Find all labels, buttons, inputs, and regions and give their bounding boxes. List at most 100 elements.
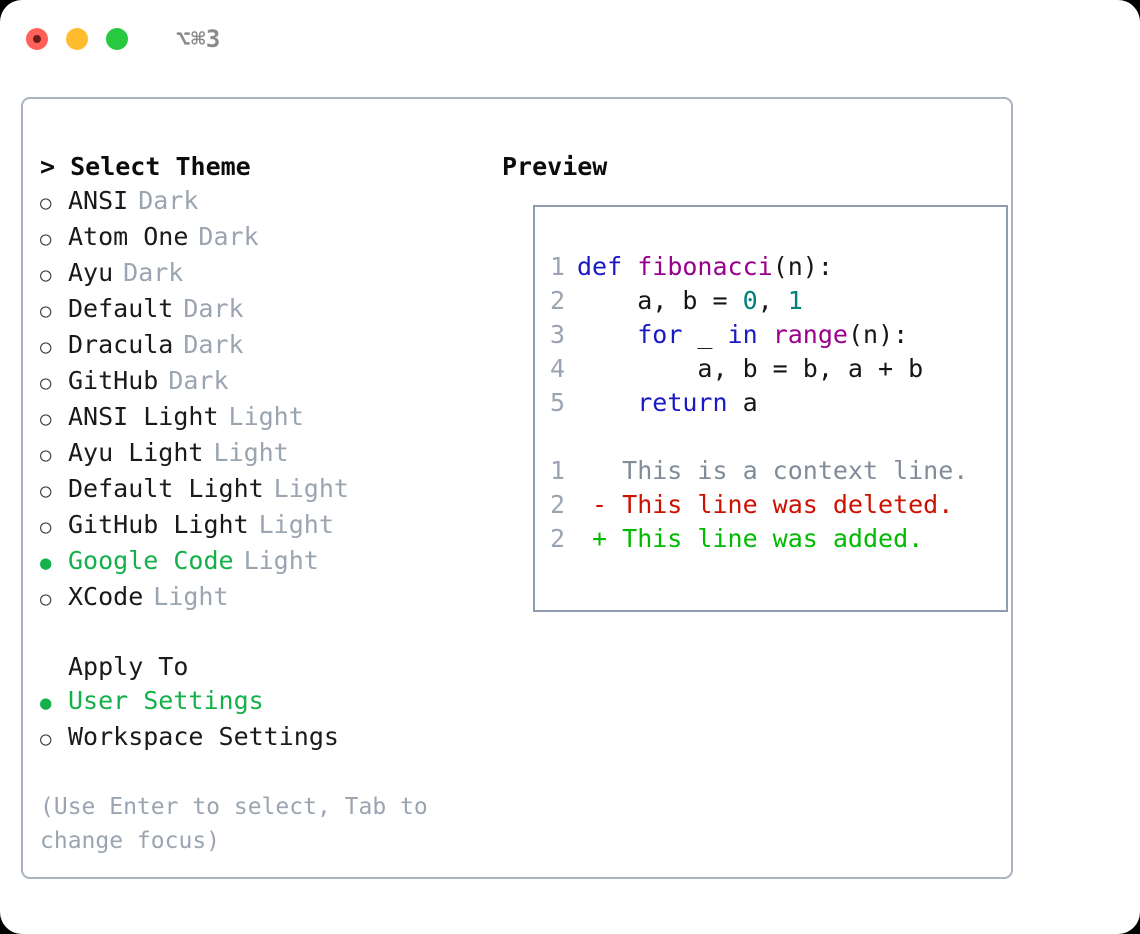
diff-sample: 1 This is a context line.2 - This line w…: [535, 454, 1006, 556]
token-ctx: This is a context line.: [577, 456, 969, 485]
theme-option-label: GitHub: [68, 366, 159, 395]
token-del: - This line was deleted.: [577, 490, 954, 519]
radio-unselected-icon: ○: [40, 372, 52, 394]
radio-unselected-icon: ○: [40, 444, 52, 466]
line-number: 2: [549, 524, 565, 553]
token-fn: fibonacci: [637, 252, 773, 281]
line-number: 1: [549, 252, 565, 281]
diff-line: 2 - This line was deleted.: [535, 488, 1006, 522]
token-num: 0: [742, 286, 758, 315]
radio-unselected-icon: ○: [40, 728, 52, 750]
line-number: 2: [549, 490, 565, 519]
line-number: 3: [549, 320, 565, 349]
theme-option-label: Ayu: [68, 258, 114, 287]
theme-option-variant: Light: [153, 582, 229, 611]
diff-line: 1 This is a context line.: [535, 454, 1006, 488]
keyboard-hint-text: (Use Enter to select, Tab to change focu…: [40, 794, 442, 854]
line-number: 5: [549, 388, 565, 417]
select-theme-heading: > Select Theme: [40, 152, 251, 181]
code-line-text: This is a context line.: [577, 454, 968, 488]
theme-option-label: Default: [68, 294, 174, 323]
code-line-text: - This line was deleted.: [577, 488, 953, 522]
diff-line: 2 + This line was added.: [535, 522, 1006, 556]
theme-option-google-code[interactable]: ● Google Code Light: [40, 544, 500, 580]
apply-to-option-user-settings[interactable]: ●User Settings: [40, 684, 500, 720]
token-plain: [577, 320, 637, 349]
theme-option-ayu[interactable]: ○ Ayu Dark: [40, 256, 500, 292]
token-kw: return: [637, 388, 728, 417]
maximize-button[interactable]: [106, 28, 128, 50]
token-kw: in: [727, 320, 758, 349]
radio-unselected-icon: ○: [40, 264, 52, 286]
keyboard-shortcut-label: ⌥⌘3: [176, 25, 221, 53]
theme-option-variant: Dark: [183, 330, 244, 359]
token-plain: (n):: [772, 252, 833, 281]
token-plain: _: [682, 320, 728, 349]
theme-option-label: Google Code: [68, 546, 234, 575]
theme-option-xcode[interactable]: ○ XCode Light: [40, 580, 500, 616]
token-fn: range: [772, 320, 848, 349]
line-number: 4: [549, 354, 565, 383]
apply-to-option-label: Workspace Settings: [68, 722, 339, 751]
theme-option-variant: Dark: [183, 294, 244, 323]
theme-option-variant: Light: [258, 510, 334, 539]
radio-unselected-icon: ○: [40, 336, 52, 358]
radio-unselected-icon: ○: [40, 588, 52, 610]
apply-to-heading: Apply To: [68, 652, 189, 681]
theme-option-variant: Dark: [138, 186, 199, 215]
token-plain: a: [727, 388, 758, 417]
theme-option-variant: Dark: [123, 258, 184, 287]
token-kw: def: [577, 252, 638, 281]
list-spacer: [40, 616, 500, 650]
theme-option-github[interactable]: ○ GitHub Dark: [40, 364, 500, 400]
close-button[interactable]: [26, 28, 48, 50]
apply-to-option-workspace-settings[interactable]: ○ Workspace Settings: [40, 720, 500, 756]
line-number: 2: [549, 286, 565, 315]
code-line-text: for _ in range(n):: [577, 318, 908, 352]
code-line: 3 for _ in range(n):: [535, 318, 1006, 352]
radio-unselected-icon: ○: [40, 192, 52, 214]
title-bar: ⌥⌘3: [0, 0, 1140, 78]
theme-option-label: XCode: [68, 582, 144, 611]
theme-option-variant: Light: [213, 438, 289, 467]
token-plain: ,: [757, 286, 788, 315]
code-line: 5 return a: [535, 386, 1006, 420]
token-add: + This line was added.: [577, 524, 924, 553]
token-plain: a, b =: [577, 286, 743, 315]
code-line-text: return a: [577, 386, 758, 420]
apply-to-option-list: ●User Settings ○ Workspace Settings: [40, 684, 500, 756]
minimize-button[interactable]: [66, 28, 88, 50]
radio-unselected-icon: ○: [40, 516, 52, 538]
theme-option-variant: Light: [228, 402, 304, 431]
code-line: 1 def fibonacci(n):: [535, 250, 1006, 284]
theme-option-variant: Light: [273, 474, 349, 503]
token-plain: (n):: [847, 320, 909, 349]
theme-option-label: Default Light: [68, 474, 264, 503]
preview-gap: [535, 420, 1006, 454]
radio-selected-icon: ●: [40, 552, 52, 574]
code-line-text: + This line was added.: [577, 522, 923, 556]
code-line: 2 a, b = 0, 1: [535, 284, 1006, 318]
token-plain: [577, 388, 637, 417]
theme-option-ansi[interactable]: ○ ANSI Dark: [40, 184, 500, 220]
theme-option-variant: Dark: [168, 366, 229, 395]
theme-option-label: ANSI: [68, 186, 129, 215]
token-kw: for: [637, 320, 683, 349]
theme-option-variant: Light: [243, 546, 319, 575]
line-number: 1: [549, 456, 565, 485]
code-line-text: a, b = 0, 1: [577, 284, 803, 318]
theme-option-variant: Dark: [198, 222, 259, 251]
token-num: 1: [787, 286, 803, 315]
